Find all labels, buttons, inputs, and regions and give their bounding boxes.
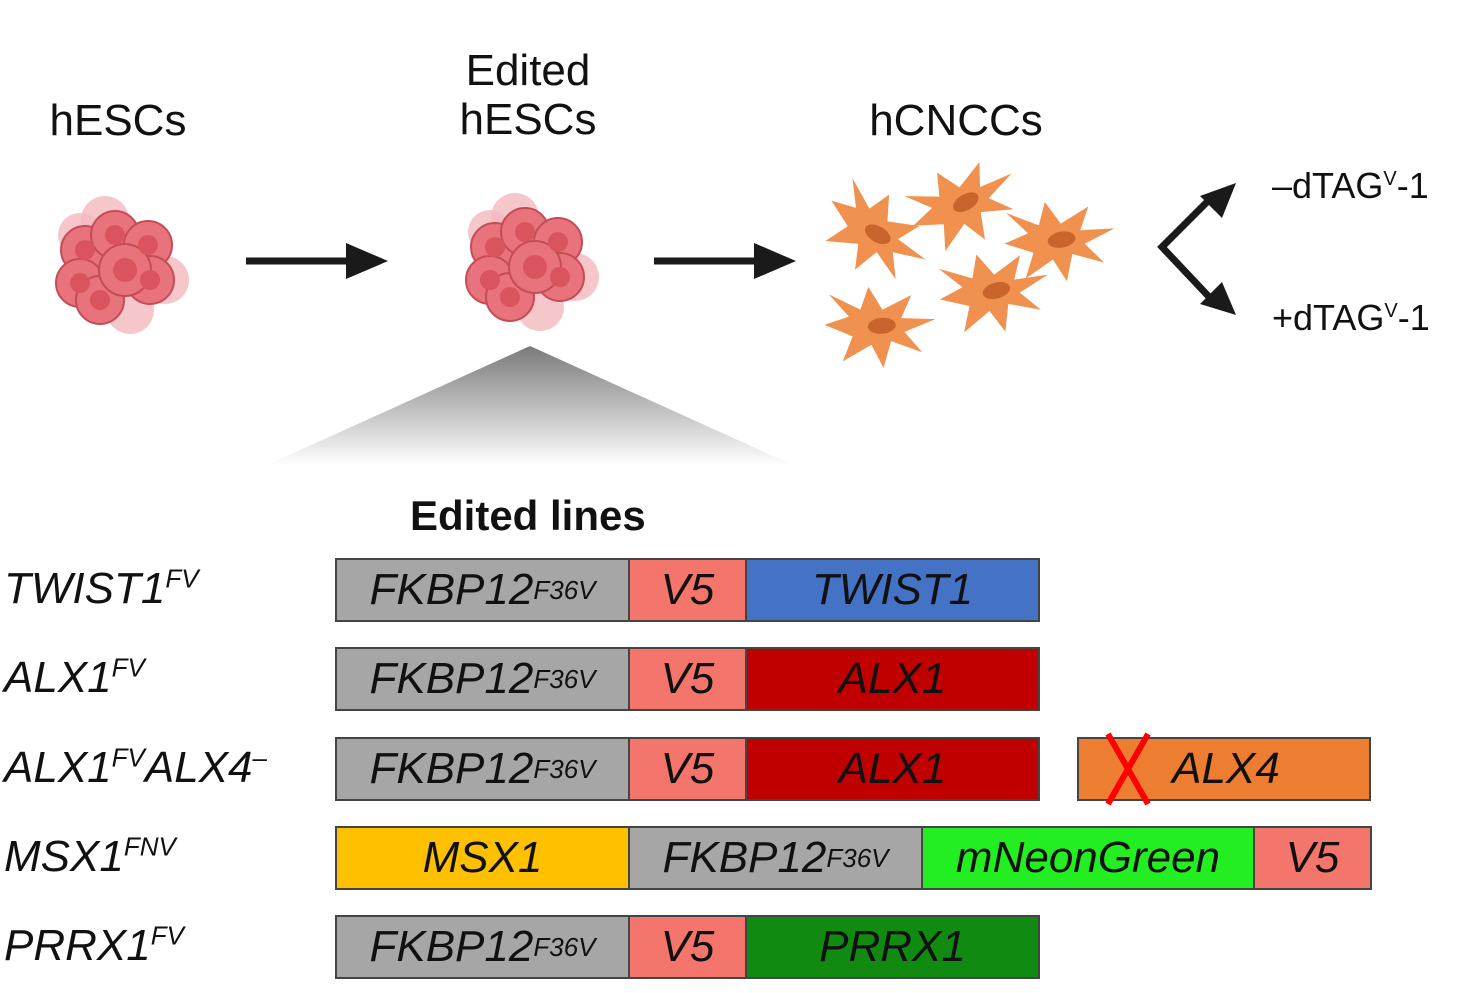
segment-twist1: TWIST1 [745,558,1040,622]
segment-v5: V5 [628,647,747,711]
segment-prrx1: PRRX1 [745,915,1040,979]
edited-hesc-colony [465,192,600,332]
stage-label-hescs: hESCs [49,96,187,145]
line-label-alx1alx4: ALX1FVALX4– [4,742,267,792]
stage-label-edited-hescs: Edited hESCs [430,46,626,144]
zoom-cone [265,346,795,466]
branch-arrows [1157,183,1236,315]
line-label-twist1: TWIST1FV [4,563,199,613]
arrow-hescs-to-edited [246,243,388,279]
segment-msx1: MSX1 [335,826,630,890]
arrow-edited-to-hcnccs [654,243,796,279]
line-label-alx1: ALX1FV [4,652,145,702]
workflow-graphic: .cell { fill:#e8737c; stroke:#c44c56; st… [55,140,1236,466]
stage-label-hcnccs: hCNCCs [869,96,1043,145]
stage-label-edited-line2: hESCs [459,95,597,144]
line-label-prrx1: PRRX1FV [4,920,184,970]
segment-alx1: ALX1 [745,647,1040,711]
segment-v5: V5 [628,558,747,622]
segment-alx1: ALX1 [745,737,1040,801]
knockout-x-icon [1105,732,1151,806]
section-title-edited-lines: Edited lines [410,492,646,539]
hcncc-cells [807,140,1123,373]
segment-mneongreen: mNeonGreen [921,826,1255,890]
hesc-colony [55,195,190,335]
segment-v5: V5 [628,915,747,979]
treatment-plus-dtag: +dTAGV-1 [1272,297,1430,338]
stage-label-edited-line1: Edited [465,46,591,95]
line-label-msx1: MSX1FNV [4,831,176,881]
segment-v5: V5 [628,737,747,801]
segment-v5: V5 [1253,826,1372,890]
treatment-minus-dtag: –dTAGV-1 [1272,165,1429,206]
